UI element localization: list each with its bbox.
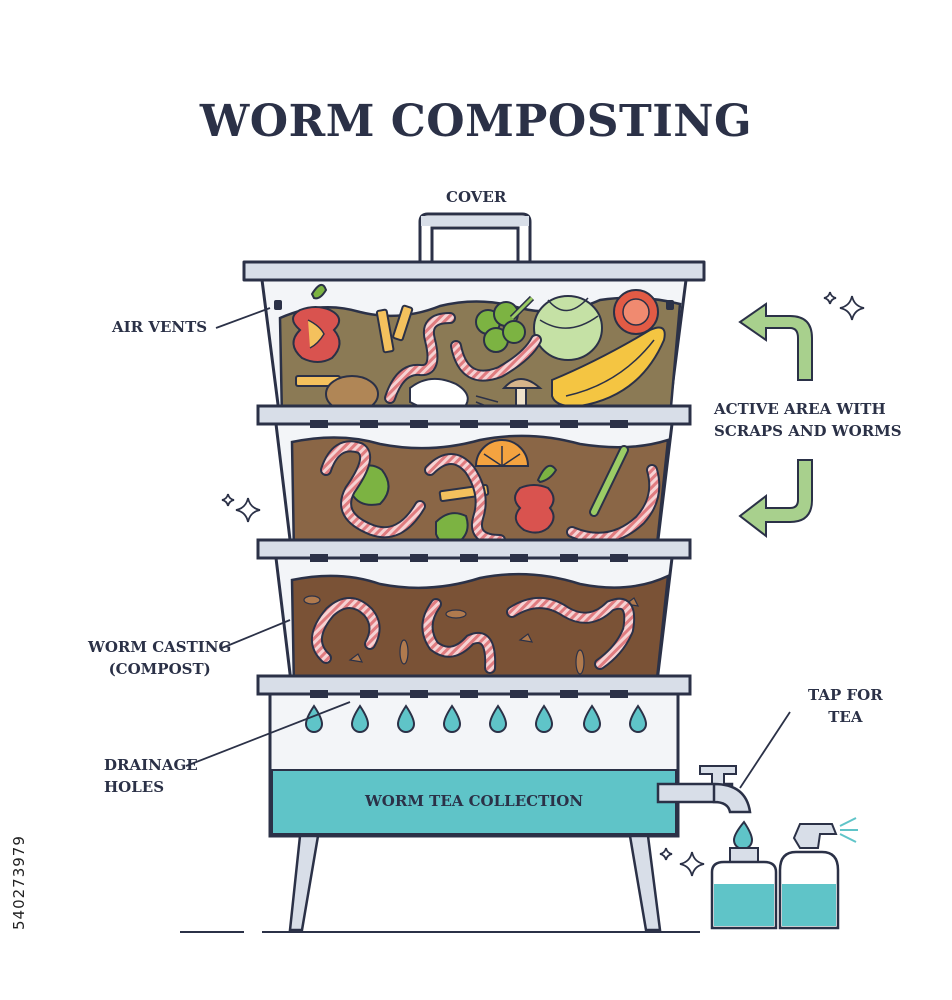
tier-compost: [256, 538, 692, 692]
tomato-icon: [613, 289, 659, 335]
active-area-label: ACTIVE AREA WITH SCRAPS AND WORMS: [714, 398, 902, 442]
stock-id: 540273979: [10, 835, 28, 930]
worm-casting-label-line2: (COMPOST): [108, 660, 211, 678]
spray-bottle-icon: [778, 817, 858, 930]
tea-collection-tank: [180, 674, 700, 933]
apple-core-icon: [292, 283, 341, 363]
tea-collection-label: WORM TEA COLLECTION: [364, 792, 584, 810]
leader-tap: [739, 711, 791, 789]
tap-label-line2: TEA: [828, 708, 863, 726]
worm-casting-label-line1: WORM CASTING: [88, 638, 232, 656]
active-area-label-line2: SCRAPS AND WORMS: [714, 422, 902, 440]
sparkle-icon: [221, 291, 865, 877]
apple-core-icon: [514, 464, 558, 534]
asparagus-icon: [589, 445, 629, 517]
leader-drainage: [185, 701, 351, 767]
page-title: WORM COMPOSTING: [199, 96, 753, 147]
leader-air-vents: [215, 307, 271, 329]
lettuce-icon: [533, 295, 603, 361]
bottle-icon: [710, 847, 778, 930]
worm-icon: [320, 440, 661, 546]
cover-label: COVER: [446, 188, 507, 206]
air-vents-label: AIR VENTS: [112, 318, 208, 336]
worm-icon: [384, 312, 542, 404]
cover-handle: [418, 212, 532, 262]
tap-label-line1: TAP FOR: [808, 686, 883, 704]
tap-icon: [656, 765, 754, 850]
citrus-slice-icon: [474, 439, 530, 467]
active-area-label-line1: ACTIVE AREA WITH: [714, 400, 886, 418]
drainage-label: DRAINAGE HOLES: [104, 754, 198, 798]
worm-icon: [311, 597, 636, 674]
drainage-label-line2: HOLES: [104, 778, 165, 796]
drainage-label-line1: DRAINAGE: [104, 756, 198, 774]
water-drop-icon: [304, 704, 648, 733]
tier-top: [242, 260, 706, 422]
leader-worm-casting: [221, 619, 291, 649]
worm-casting-label: WORM CASTING (COMPOST): [88, 636, 231, 680]
arrow-icon: [738, 302, 813, 539]
tier-middle: [256, 404, 692, 558]
tap-label: TAP FOR TEA: [808, 684, 883, 728]
broccoli-icon: [475, 295, 535, 353]
